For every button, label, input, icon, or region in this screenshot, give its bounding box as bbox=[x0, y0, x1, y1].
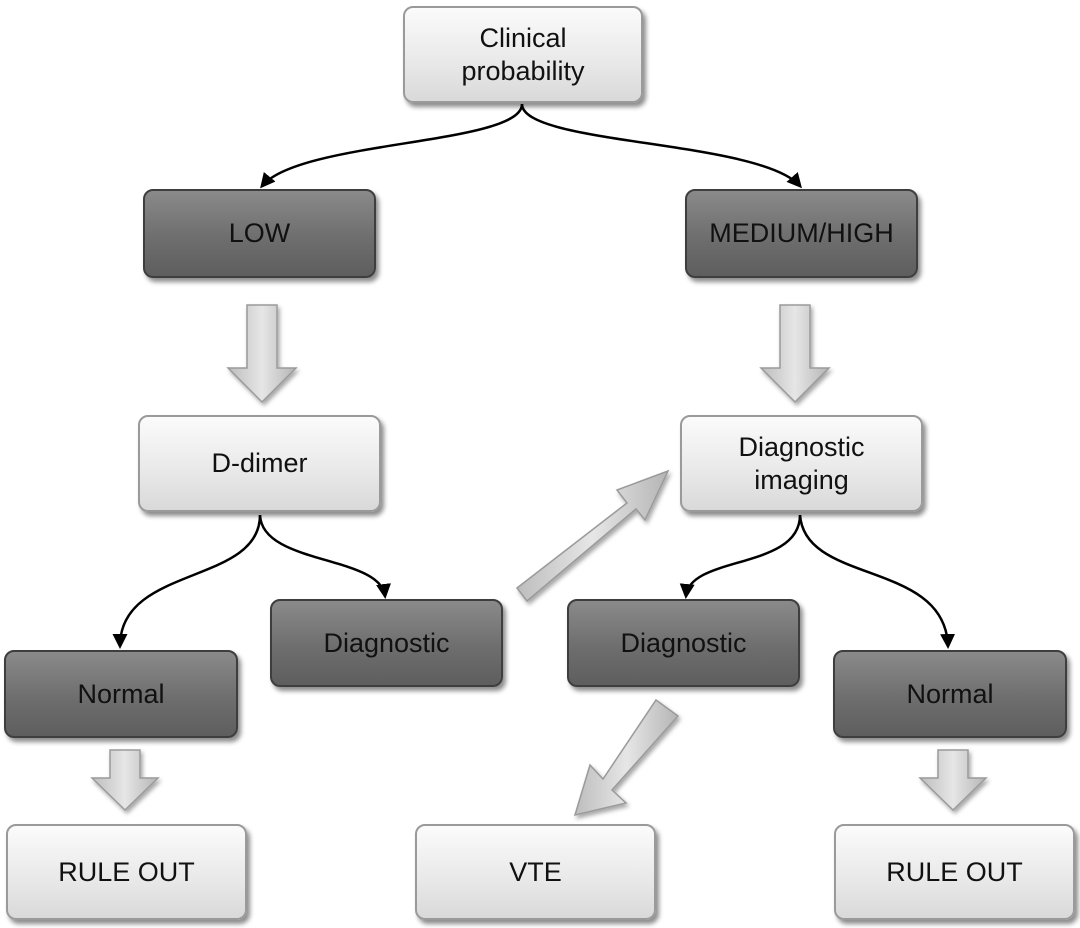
node-rule-out-right: RULE OUT bbox=[834, 824, 1075, 920]
node-vte-label: VTE bbox=[509, 856, 562, 887]
node-medium-high: MEDIUM/HIGH bbox=[685, 189, 918, 278]
node-low-label: LOW bbox=[228, 218, 291, 249]
connector-clinical-to-medium-high bbox=[520, 103, 802, 189]
connector-imaging-to-diagnostic bbox=[679, 514, 802, 599]
node-rule-out-left-label: RULE OUT bbox=[58, 856, 195, 887]
connector-ddimer-to-normal bbox=[112, 514, 262, 649]
node-medium-high-label: MEDIUM/HIGH bbox=[709, 218, 894, 249]
node-normal-left: Normal bbox=[4, 650, 238, 738]
node-d-dimer-label: D-dimer bbox=[211, 448, 308, 479]
node-diagnostic-left: Diagnostic bbox=[270, 599, 503, 687]
node-d-dimer: D-dimer bbox=[138, 415, 381, 512]
block-arrow-normal-to-ruleout-left bbox=[90, 749, 160, 812]
block-arrow-normal-to-ruleout-right bbox=[918, 749, 988, 812]
block-arrow-diagnostic-to-vte bbox=[573, 698, 680, 817]
connector-imaging-to-normal bbox=[798, 514, 956, 649]
node-diagnostic-right: Diagnostic bbox=[567, 599, 800, 687]
connector-ddimer-to-diagnostic bbox=[258, 514, 391, 599]
node-vte: VTE bbox=[415, 824, 656, 920]
node-diagnostic-left-label: Diagnostic bbox=[323, 627, 450, 658]
node-rule-out-left: RULE OUT bbox=[6, 824, 247, 920]
node-rule-out-right-label: RULE OUT bbox=[886, 856, 1023, 887]
node-low: LOW bbox=[143, 189, 376, 278]
node-diagnostic-imaging: Diagnostic imaging bbox=[680, 415, 923, 512]
node-clinical-probability-label: Clinical probability bbox=[461, 23, 585, 86]
node-normal-left-label: Normal bbox=[77, 678, 165, 709]
node-diagnostic-imaging-label: Diagnostic imaging bbox=[738, 432, 865, 495]
block-arrow-medium-to-imaging bbox=[759, 304, 831, 404]
node-diagnostic-right-label: Diagnostic bbox=[620, 627, 747, 658]
connector-clinical-to-low bbox=[260, 103, 524, 189]
node-clinical-probability: Clinical probability bbox=[403, 6, 643, 103]
block-arrow-diagnostic-to-imaging-shape bbox=[515, 469, 670, 603]
block-arrow-low-to-ddimer bbox=[226, 304, 298, 404]
node-normal-right-label: Normal bbox=[906, 678, 994, 709]
node-normal-right: Normal bbox=[833, 650, 1067, 738]
